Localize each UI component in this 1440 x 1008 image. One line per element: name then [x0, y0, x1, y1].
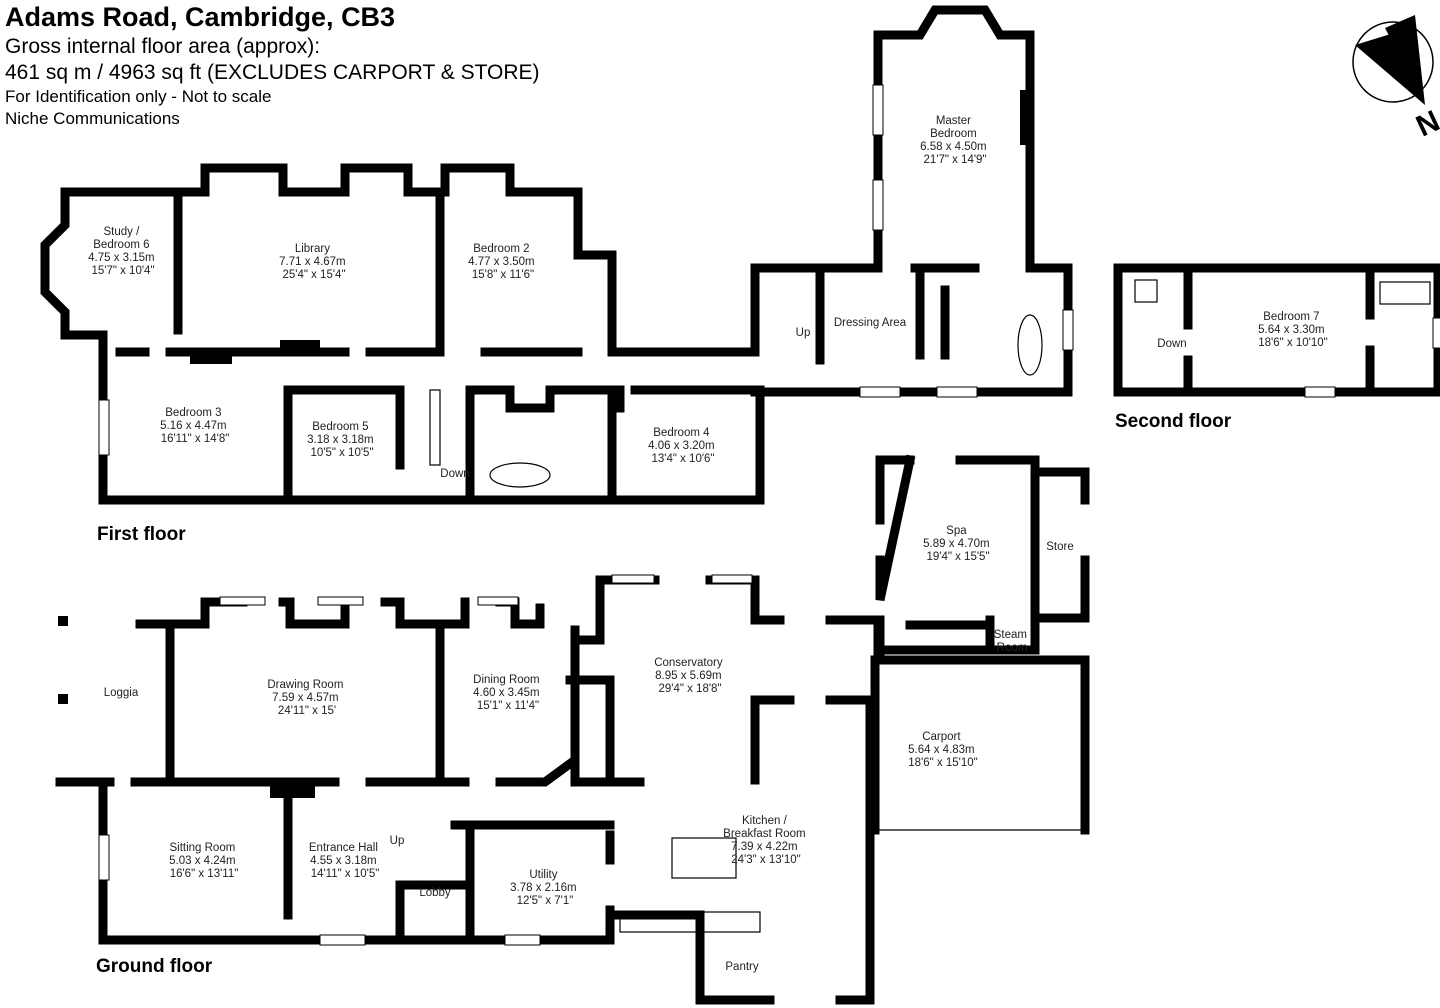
room-spa: Spa 5.89 x 4.70m 19'4" x 15'5"	[923, 525, 993, 563]
stairs-down-label: Down	[440, 468, 469, 480]
room-steam-room: Steam Room	[994, 629, 1030, 654]
ground-floor-walls	[55, 454, 1090, 1005]
room-master-bedroom: Master Bedroom 6.58 x 4.50m 21'7" x 14'9…	[920, 115, 990, 166]
second-stairs-down-label: Down	[1157, 338, 1186, 350]
property-title: Adams Road, Cambridge, CB3	[5, 2, 396, 32]
room-study: Study / Bedroom 6 4.75 x 3.15m 15'7" x 1…	[88, 226, 158, 277]
room-dressing-area: Dressing Area	[834, 317, 907, 329]
room-library: Library 7.71 x 4.67m 25'4" x 15'4"	[279, 243, 349, 281]
room-bedroom-5: Bedroom 5 3.18 x 3.18m 10'5" x 10'5"	[307, 421, 377, 459]
compass-icon: N	[1352, 15, 1440, 143]
room-lobby: Lobby	[419, 887, 451, 899]
room-conservatory: Conservatory 8.95 x 5.69m 29'4" x 18'8"	[654, 657, 726, 695]
room-drawing-room: Drawing Room 7.59 x 4.57m 24'11" x 15'	[267, 679, 346, 717]
first-floor-label: First floor	[97, 524, 186, 545]
room-loggia: Loggia	[104, 687, 139, 699]
room-dining-room: Dining Room 4.60 x 3.45m 15'1" x 11'4"	[473, 674, 543, 712]
room-kitchen: Kitchen / Breakfast Room 7.39 x 4.22m 24…	[723, 815, 809, 866]
room-entrance-hall: Entrance Hall 4.55 x 3.18m 14'11" x 10'5…	[309, 842, 381, 880]
area-value: 461 sq m / 4963 sq ft (EXCLUDES CARPORT …	[5, 61, 540, 84]
second-floor-label: Second floor	[1115, 411, 1232, 432]
room-bedroom-2: Bedroom 2 4.77 x 3.50m 15'8" x 11'6"	[468, 243, 538, 281]
area-label: Gross internal floor area (approx):	[5, 35, 321, 58]
room-bedroom-4: Bedroom 4 4.06 x 3.20m 13'4" x 10'6"	[648, 427, 718, 465]
ground-floor-label: Ground floor	[96, 956, 213, 977]
disclaimer-note: For Identification only - Not to scale	[5, 87, 272, 106]
first-floor-walls	[40, 5, 1074, 505]
ground-stairs-up-label: Up	[390, 835, 405, 847]
room-store: Store	[1046, 541, 1074, 553]
room-sitting-room: Sitting Room 5.03 x 4.24m 16'6" x 13'11"	[169, 842, 239, 880]
room-carport: Carport 5.64 x 4.83m 18'6" x 15'10"	[908, 731, 978, 769]
room-bedroom-7: Bedroom 7 5.64 x 3.30m 18'6" x 10'10"	[1258, 311, 1328, 349]
room-bedroom-3: Bedroom 3 5.16 x 4.47m 16'11" x 14'8"	[160, 407, 230, 445]
room-utility: Utility 3.78 x 2.16m 12'5" x 7'1"	[510, 869, 580, 907]
stairs-up-label: Up	[796, 327, 811, 339]
compass-north-label: N	[1411, 104, 1440, 143]
room-pantry: Pantry	[725, 961, 758, 973]
plan-header: Adams Road, Cambridge, CB3 Gross interna…	[5, 0, 540, 130]
second-floor-walls	[1113, 263, 1440, 398]
agent-name: Niche Communications	[5, 109, 180, 128]
